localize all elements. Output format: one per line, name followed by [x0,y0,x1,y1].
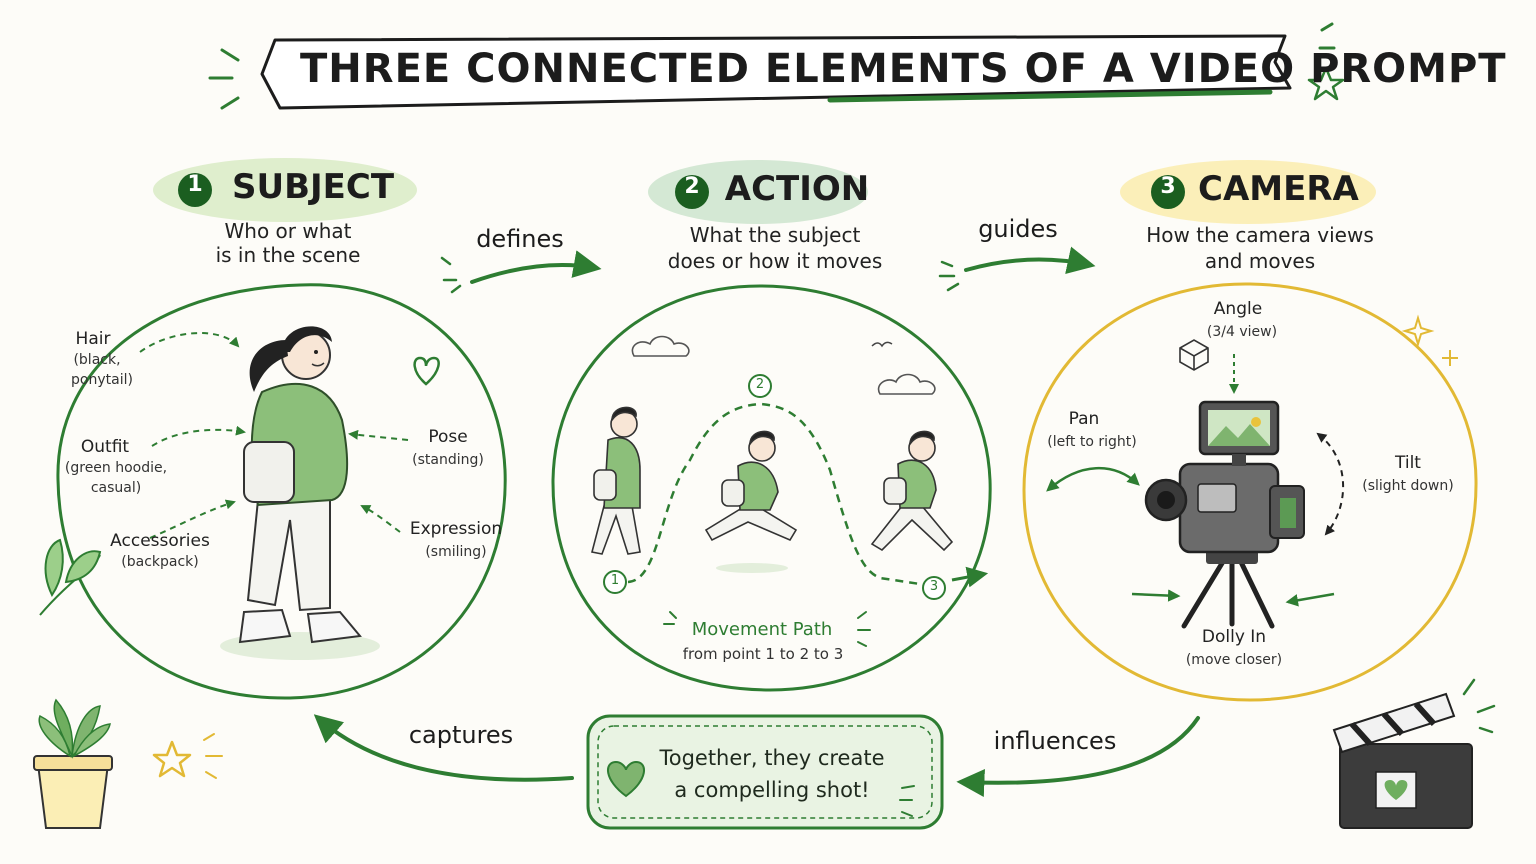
action-number-badge [675,175,709,209]
potted-plant-illustration [33,698,113,829]
star-sparkle [203,733,223,779]
subject-highlight [153,158,417,222]
angle-label: Angle [1213,299,1263,319]
ground-shadow [716,563,788,573]
pose-label: Pose [428,427,468,447]
accessories-detail: (backpack) [121,554,199,570]
action-number: 2 [684,174,700,199]
outfit-detail-line2: casual) [90,480,142,496]
action-heading: ACTION [724,169,870,209]
summary-box [586,714,944,830]
dolly-detail: (move closer) [1185,652,1283,668]
subject-heading: SUBJECT [231,167,395,207]
summary-line2: a compelling shot! [674,778,870,802]
hair-label: Hair [75,329,111,349]
guides-arrow [964,246,1096,274]
path-point-3 [922,576,946,600]
defines-label: defines [476,225,564,253]
outfit-detail-line1: (green hoodie, [64,460,168,476]
influences-label: influences [993,727,1117,755]
pan-label: Pan [1068,409,1100,429]
influences-arrow [956,716,1200,797]
subject-leaf-decoration [39,538,102,616]
summary-line1: Together, they create [659,746,885,770]
movement-end-arrow [951,566,989,588]
summary-sparkle [899,785,915,817]
path-point-2 [748,374,772,398]
heart-icon [413,356,440,386]
expression-label: Expression [409,519,503,539]
dolly-label: Dolly In [1201,627,1267,647]
subject-number-badge [178,173,212,207]
pan-detail: (left to right) [1047,434,1137,450]
pan-arrow [1046,466,1140,492]
dolly-arrow-left [1131,589,1181,602]
action-description-line1: What the subject [689,223,861,247]
cloud-icon [631,335,936,395]
cube-icon [1179,339,1209,371]
defines-dashes [440,256,462,294]
camera-sparkle-icons [1401,314,1458,366]
hair-detail-line1: (black, [73,352,121,368]
movement-path-subtitle: from point 1 to 2 to 3 [682,645,844,663]
pose-detail: (standing) [412,452,484,468]
subject-description-line2: is in the scene [215,243,361,267]
clapperboard-illustration [1332,692,1473,829]
hair-detail-line2: ponytail) [71,372,133,388]
camera-illustration [1144,400,1305,629]
angle-detail: (3/4 view) [1206,324,1278,340]
dolly-arrow-right [1285,592,1335,607]
title-sparkle-right [1318,22,1336,50]
running-figure-end [870,430,954,552]
path-point-2-label: 2 [755,377,765,392]
small-star-icon [152,740,192,778]
defines-arrow [470,250,602,284]
action-circle [551,284,992,692]
page-title: THREE CONNECTED ELEMENTS OF A VIDEO PROM… [300,46,1507,92]
bird-icon [871,341,893,348]
outfit-label: Outfit [80,437,130,457]
guides-dashes [938,260,960,292]
summary-heart-icon [607,760,645,798]
subject-description-line1: Who or what [224,219,352,243]
camera-description-line1: How the camera views [1146,223,1374,247]
movement-path [627,402,921,586]
camera-highlight [1120,160,1376,224]
tilt-label: Tilt [1395,453,1421,473]
subject-circle [56,283,507,700]
movement-sparkle [663,611,871,647]
captures-label: captures [408,721,514,749]
camera-circle [1022,282,1478,702]
tilt-arrow [1316,432,1344,536]
path-point-3-label: 3 [929,579,939,594]
subject-number: 1 [187,172,203,197]
camera-number: 3 [1160,174,1176,199]
guides-label: guides [978,215,1058,243]
camera-number-badge [1151,175,1185,209]
movement-path-title: Movement Path [691,619,833,640]
star-icon [1307,66,1345,101]
action-highlight [648,160,868,224]
accessories-label: Accessories [110,531,210,551]
camera-heading: CAMERA [1198,169,1359,209]
summary-box-inner [597,725,933,819]
camera-description-line2: and moves [1204,249,1316,273]
clapper-sparkle [1462,678,1496,734]
tilt-detail: (slight down) [1362,478,1454,494]
captures-arrow [313,714,574,782]
walking-figure [591,406,641,555]
path-point-1 [603,570,627,594]
subject-annotation-arrows [139,332,409,539]
running-figure [704,430,798,542]
subject-person-illustration [220,326,380,660]
expression-detail: (smiling) [425,544,487,560]
title-sparkle-left [208,48,240,110]
title-banner [260,34,1292,110]
action-description-line2: does or how it moves [667,249,883,273]
path-point-1-label: 1 [610,573,620,588]
